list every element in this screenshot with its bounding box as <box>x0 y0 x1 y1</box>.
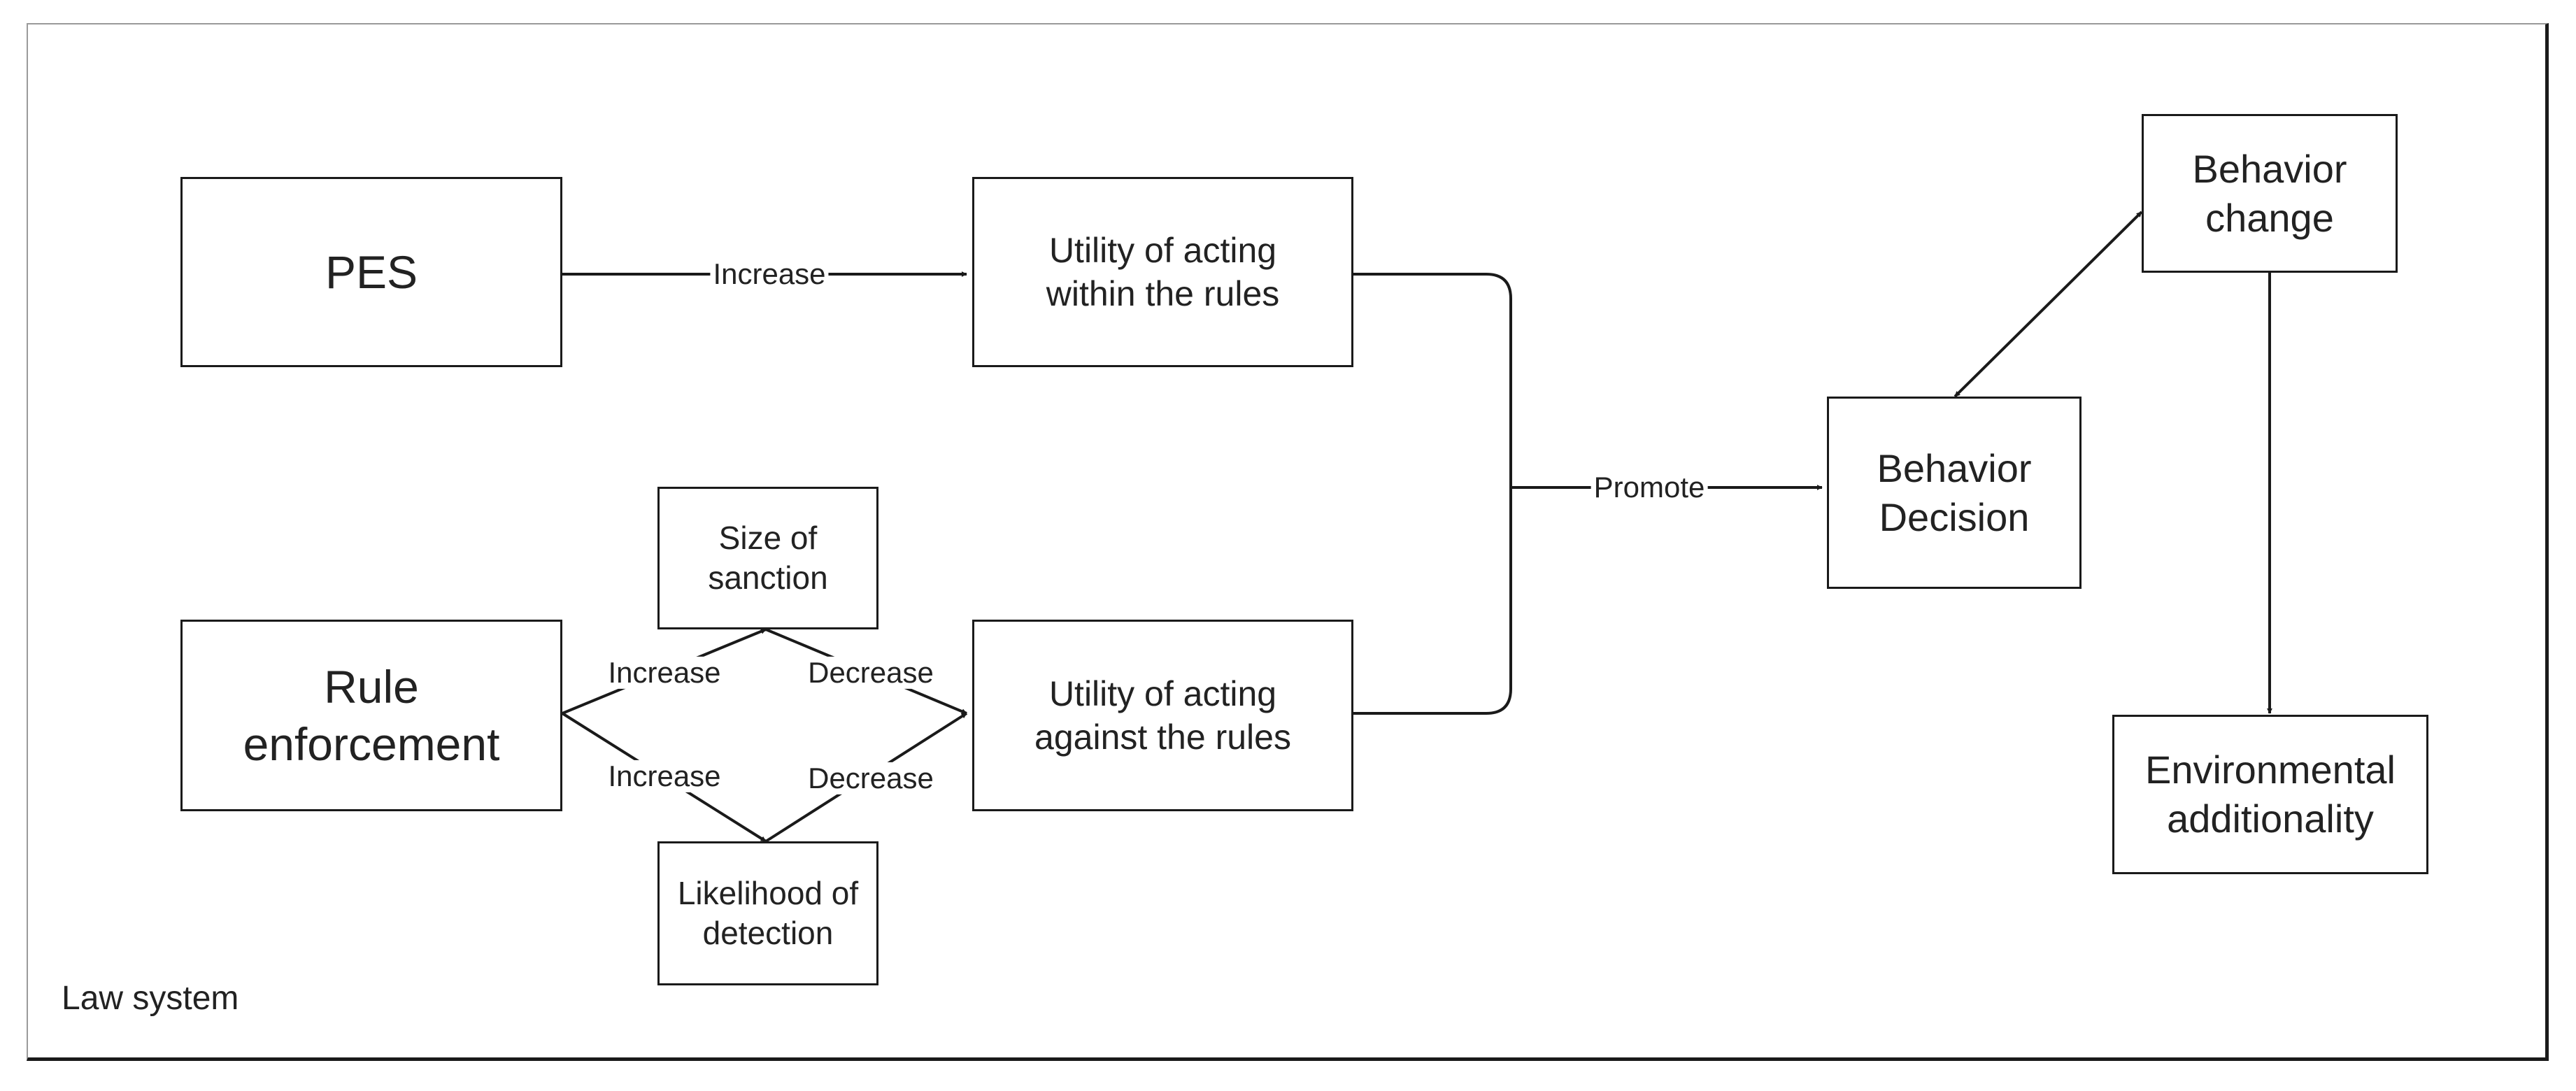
node-size-of-sanction: Size of sanction <box>657 487 878 629</box>
label-pes-to-within: Increase <box>710 257 829 291</box>
node-behavior-decision: Behavior Decision <box>1827 397 2082 589</box>
diagram-frame <box>27 23 2549 1061</box>
caption-law-system: Law system <box>62 980 239 1017</box>
edge-decision-change <box>1954 211 2143 398</box>
node-likelihood-of-detection: Likelihood of detection <box>657 841 878 985</box>
label-enforcement-to-sanction: Increase <box>605 656 724 690</box>
label-detection-to-against: Decrease <box>805 762 937 795</box>
label-enforcement-to-detection: Increase <box>605 760 724 793</box>
node-environmental-additionality: Environmental additionality <box>2112 715 2428 874</box>
node-utility-against: Utility of acting against the rules <box>972 620 1353 811</box>
edge-merge-bracket <box>1353 273 1512 715</box>
node-pes: PES <box>180 177 562 367</box>
label-sanction-to-against: Decrease <box>805 656 937 690</box>
label-to-decision: Promote <box>1591 471 1708 504</box>
node-utility-within: Utility of acting within the rules <box>972 177 1353 367</box>
node-behavior-change: Behavior change <box>2142 114 2398 273</box>
node-rule-enforcement: Rule enforcement <box>180 620 562 811</box>
